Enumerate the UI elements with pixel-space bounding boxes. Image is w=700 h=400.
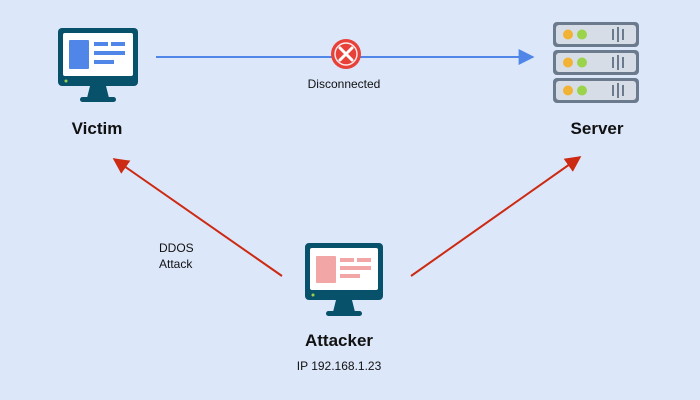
attack-arrow-to-victim <box>112 158 283 277</box>
ddos-label-line2: Attack <box>159 257 193 271</box>
ddos-attack-label: DDOS Attack <box>159 240 194 272</box>
attack-arrow-to-server <box>410 156 582 277</box>
ddos-label-line1: DDOS <box>159 241 194 255</box>
disconnected-x-icon <box>331 39 361 69</box>
attacker-monitor-icon <box>305 243 383 316</box>
server-rack-icon <box>553 22 639 103</box>
victim-monitor-icon <box>58 28 138 102</box>
